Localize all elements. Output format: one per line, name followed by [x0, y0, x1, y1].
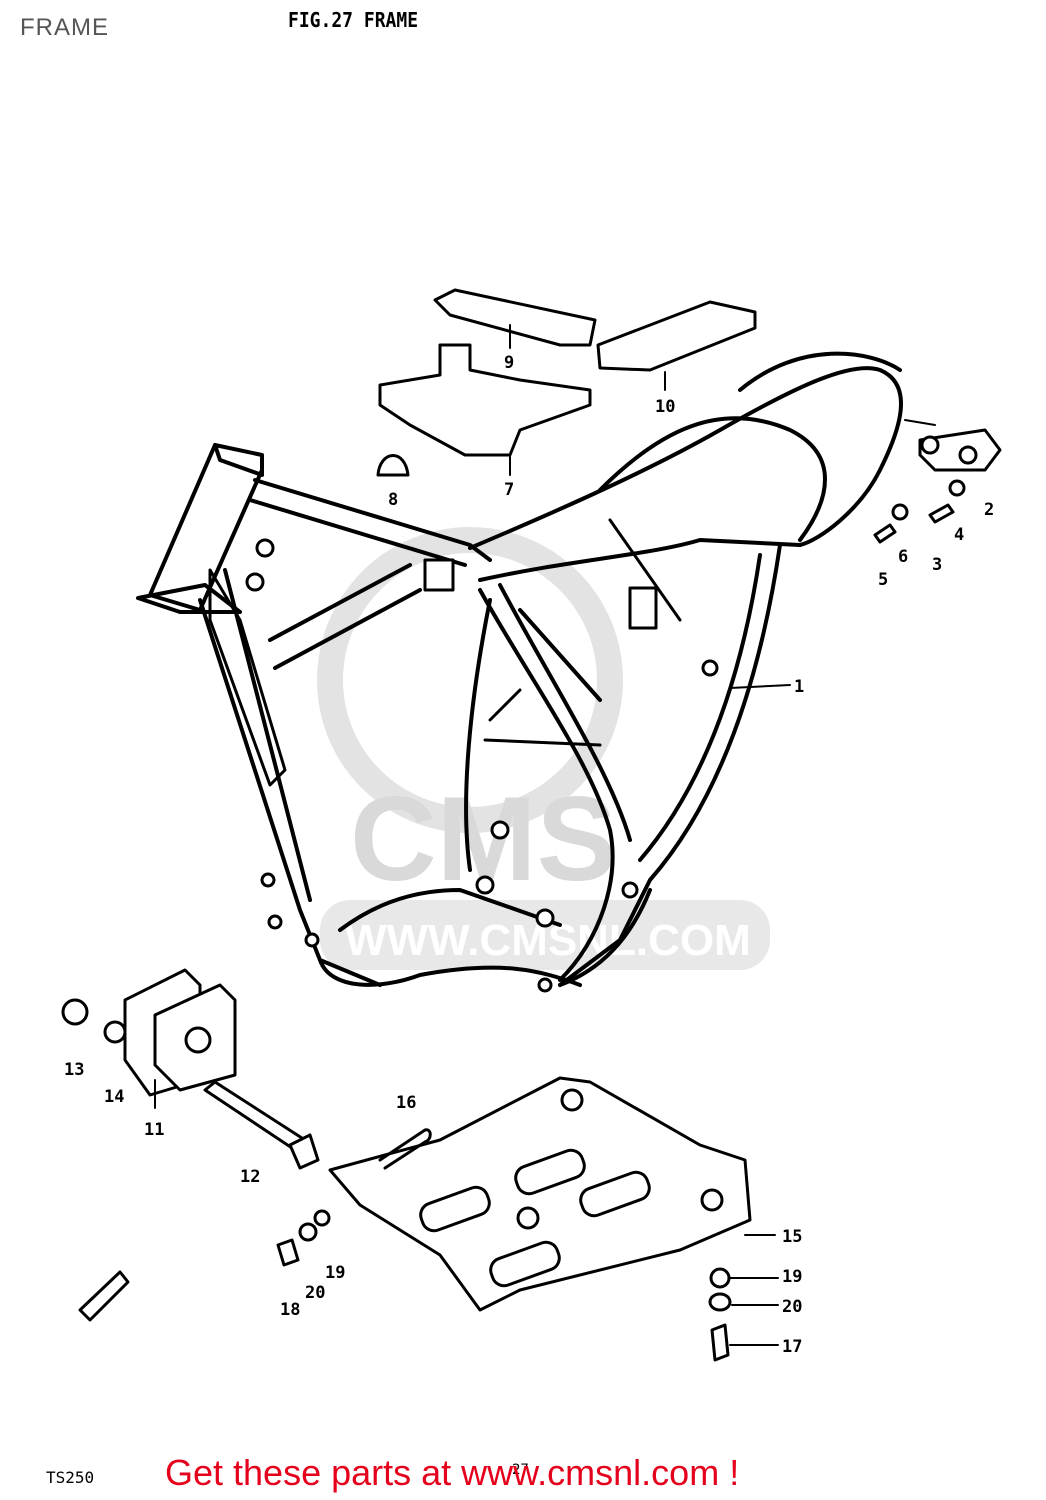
callout-20-right: 20: [782, 1297, 802, 1317]
callout-5: 5: [878, 570, 888, 590]
callout-19-left: 19: [325, 1263, 345, 1283]
front-direction-arrow-icon: [78, 1270, 130, 1322]
callout-18: 18: [280, 1300, 300, 1320]
page-number: 27: [512, 1462, 529, 1478]
callout-13: 13: [64, 1060, 84, 1080]
callout-labels: 1 2 3 4 5 6 7 8 9 10 11 12 13 14 15 16 1…: [64, 353, 994, 1357]
callout-2: 2: [984, 500, 994, 520]
model-code: TS250: [46, 1468, 95, 1487]
callout-16: 16: [396, 1093, 416, 1113]
callout-1: 1: [794, 677, 804, 697]
part-16-clip: [378, 1128, 432, 1170]
part-15-skid-plate: [328, 1076, 776, 1312]
watermark: CMS WWW.CMSNL.COM: [317, 527, 770, 970]
callout-15: 15: [782, 1227, 802, 1247]
skid-plate-hardware: [276, 1209, 779, 1362]
get-parts-link[interactable]: Get these parts at www.cmsnl.com !: [165, 1452, 740, 1493]
callout-19-right: 19: [782, 1267, 802, 1287]
callout-11: 11: [144, 1120, 164, 1140]
callout-14: 14: [104, 1087, 124, 1107]
engine-mount-plates: [61, 968, 320, 1170]
part-9-strap: [433, 288, 597, 349]
callout-8: 8: [388, 490, 398, 510]
callout-9: 9: [504, 353, 514, 373]
callout-7: 7: [504, 480, 514, 500]
page-title: FRAME: [20, 14, 109, 41]
frame-part-1: [136, 351, 903, 993]
part-8-cushion: [376, 454, 410, 477]
callout-17: 17: [782, 1337, 802, 1357]
figure-caption: FIG.27 FRAME: [288, 8, 419, 32]
rear-bracket-hardware: [873, 419, 1002, 544]
part-10-strap: [596, 300, 757, 391]
callout-6: 6: [898, 547, 908, 567]
callout-3: 3: [932, 555, 942, 575]
callout-20-left: 20: [305, 1283, 325, 1303]
callout-4: 4: [954, 525, 964, 545]
callout-10: 10: [655, 397, 675, 417]
callout-12: 12: [240, 1167, 260, 1187]
part-7-bracket: [378, 343, 592, 476]
